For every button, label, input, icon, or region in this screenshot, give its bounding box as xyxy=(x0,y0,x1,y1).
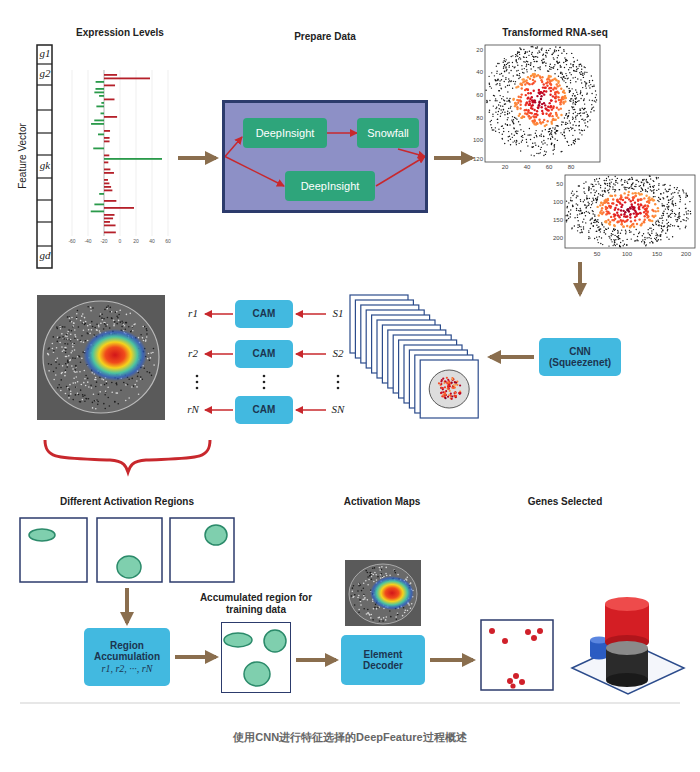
node-text: Region Accumulation xyxy=(87,640,167,663)
symbol-label: Feature Vector xyxy=(17,123,28,189)
split-line xyxy=(225,157,284,187)
node-text: CAM xyxy=(253,404,276,416)
axis-tick: 60 xyxy=(546,164,553,171)
axis-tick: -20 xyxy=(100,239,107,245)
section-heading: Expression Levels xyxy=(76,27,164,38)
axis-tick: 20 xyxy=(133,239,139,245)
split-line xyxy=(398,149,425,157)
section-heading: Transformed RNA-seq xyxy=(502,27,608,38)
axis-tick: 100 xyxy=(622,251,632,258)
axis-tick: 100 xyxy=(553,199,563,206)
panel-fill xyxy=(222,100,428,213)
process-box: CAM xyxy=(235,300,293,328)
axis-tick: 50 xyxy=(556,181,563,188)
axis-tick: 0 xyxy=(119,239,122,245)
axis-tick: 150 xyxy=(652,251,662,258)
split-line xyxy=(376,157,425,187)
group-heading: Prepare Data xyxy=(294,31,356,43)
symbol-label: gd xyxy=(40,249,51,261)
node-text: CAM xyxy=(253,308,276,320)
symbol-label: g1 xyxy=(40,47,51,59)
flow-arrow xyxy=(296,658,336,662)
node-text: Snowfall xyxy=(367,127,409,140)
section-heading: Genes Selected xyxy=(528,496,602,507)
symbol-label: SN xyxy=(332,403,345,415)
symbol-label: r1 xyxy=(188,307,198,319)
axis-tick: 120 xyxy=(473,156,483,163)
axis-tick: 200 xyxy=(553,235,563,242)
axis-tick: 60 xyxy=(476,92,483,99)
symbol-label: gk xyxy=(40,159,50,171)
axis-tick: 200 xyxy=(681,251,691,258)
process-box: Snowfall xyxy=(357,118,419,148)
process-box: Region Accumulationr1, r2, ···, rN xyxy=(84,628,170,686)
symbol-label: r2 xyxy=(188,347,198,359)
axis-tick: 40 xyxy=(476,69,483,76)
axis-tick: 80 xyxy=(476,115,483,122)
axis-tick: 20 xyxy=(502,164,509,171)
axis-tick: 20 xyxy=(476,47,483,54)
axis-tick: -60 xyxy=(68,239,75,245)
split-line xyxy=(225,137,242,157)
region-box: Accumulated region for training data xyxy=(221,622,291,693)
process-box: CAM xyxy=(235,396,293,424)
symbol-label: S1 xyxy=(333,307,344,319)
process-box: DeepInsight xyxy=(243,118,327,148)
axis-tick: 40 xyxy=(149,239,155,245)
symbol-label: rN xyxy=(187,403,199,415)
node-text: DeepInsight xyxy=(256,127,315,140)
figure-caption: 使用CNN进行特征选择的DeepFeature过程概述 xyxy=(233,731,466,743)
section-heading: Activation Maps xyxy=(344,496,421,507)
process-box: Element Decoder xyxy=(341,635,425,685)
process-box: CAM xyxy=(235,340,293,368)
axis-tick: 40 xyxy=(524,164,531,171)
symbol-label: S2 xyxy=(333,347,344,359)
axis-tick: 50 xyxy=(594,251,601,258)
group-panel: Prepare DataDeepInsightSnowfallDeepInsig… xyxy=(222,100,428,213)
group-heading: Accumulated region for training data xyxy=(196,592,316,615)
axis-tick: 80 xyxy=(568,164,575,171)
node-text: CNN (Squeezenet) xyxy=(542,346,618,369)
symbol-label: g2 xyxy=(40,67,51,79)
node-text: DeepInsight xyxy=(301,180,360,193)
node-text: Element Decoder xyxy=(344,649,422,672)
axis-tick: 60 xyxy=(165,239,171,245)
process-box: DeepInsight xyxy=(285,171,375,201)
flow-arrow xyxy=(327,132,357,134)
node-text: r1, r2, ···, rN xyxy=(102,663,153,675)
axis-tick: 150 xyxy=(553,217,563,224)
node-text: CAM xyxy=(253,348,276,360)
section-heading: Different Activation Regions xyxy=(60,496,194,507)
process-box: CNN (Squeezenet) xyxy=(539,338,621,376)
flow-arrow xyxy=(175,655,216,659)
axis-tick: 100 xyxy=(473,137,483,144)
axis-tick: -40 xyxy=(84,239,91,245)
